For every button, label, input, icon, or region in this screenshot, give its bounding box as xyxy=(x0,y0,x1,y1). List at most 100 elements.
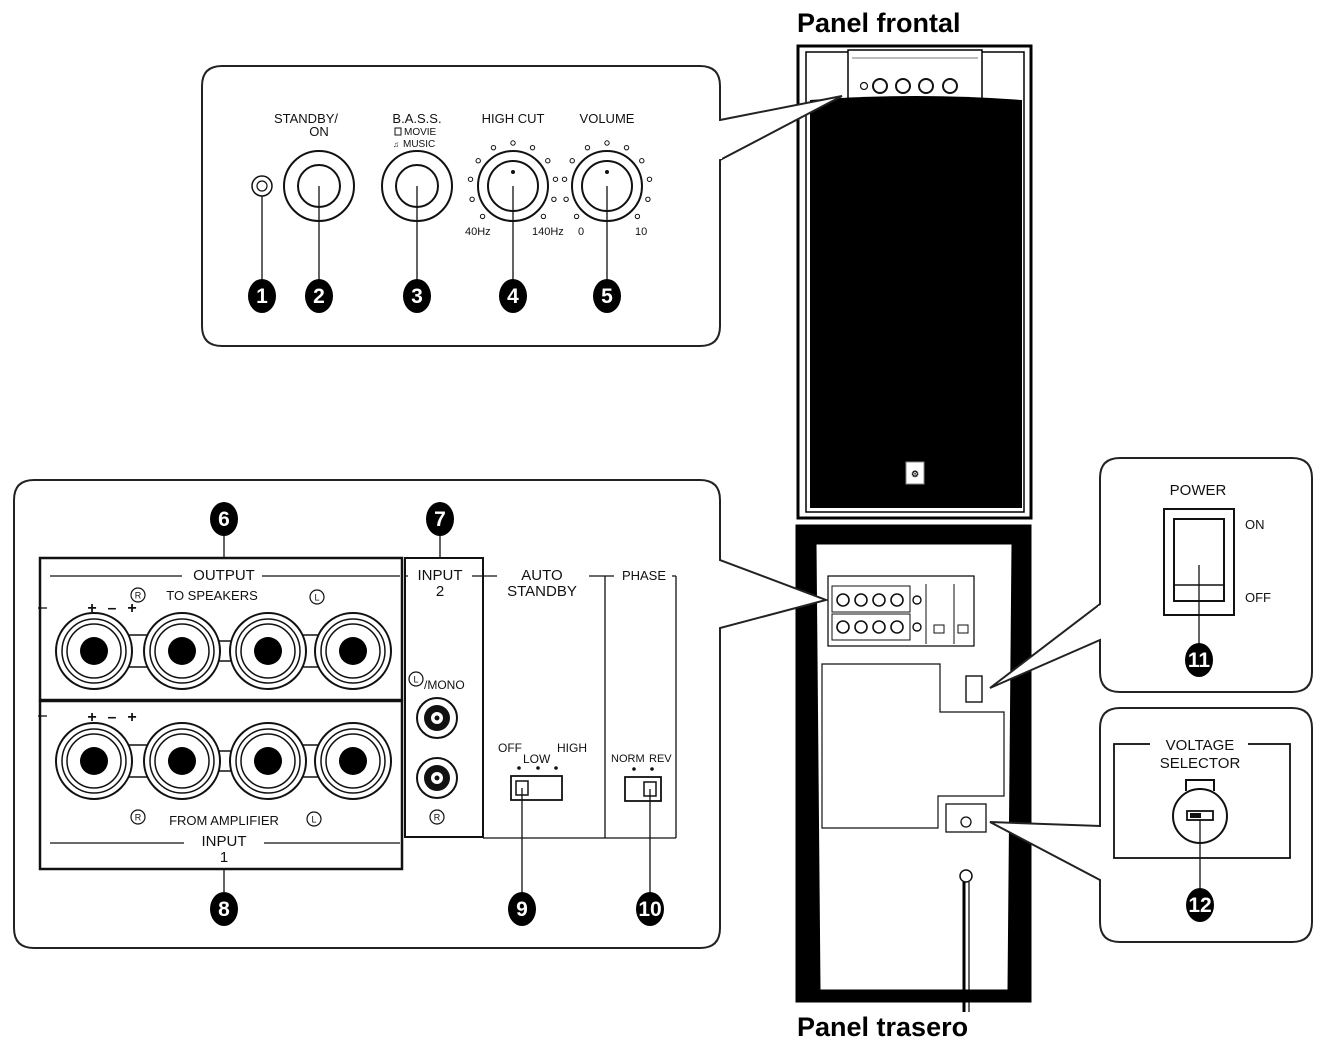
input2-l-marker: L xyxy=(408,671,424,687)
input2-label: INPUT xyxy=(418,567,463,584)
callout-number-11: 11 xyxy=(1185,643,1213,677)
bass-label: B.A.S.S. xyxy=(392,111,441,126)
input-terminal-1[interactable] xyxy=(55,722,133,800)
to-speakers-label: TO SPEAKERS xyxy=(166,588,258,603)
input-terminal-4[interactable] xyxy=(314,722,392,800)
auto-standby-off-label: OFF xyxy=(498,741,522,755)
input-terminal-2[interactable] xyxy=(143,722,221,800)
selector-label: SELECTOR xyxy=(1160,755,1241,772)
output-terminal-3[interactable] xyxy=(229,612,307,690)
auto-standby-switch[interactable] xyxy=(510,775,563,801)
rca-jack-r[interactable] xyxy=(416,757,458,799)
svg-text:3: 3 xyxy=(411,285,423,308)
rca-jack-l-mono[interactable] xyxy=(416,697,458,739)
standby-on-label: ON xyxy=(309,124,329,139)
voltage-label: VOLTAGE xyxy=(1166,737,1235,754)
output-terminal-4[interactable] xyxy=(314,612,392,690)
high-cut-label: HIGH CUT xyxy=(482,111,545,126)
music-icon: ♫ xyxy=(393,140,399,149)
output-minus: – xyxy=(108,600,117,617)
phase-label: PHASE xyxy=(622,568,666,583)
rear-cabinet xyxy=(795,524,1032,1012)
auto-standby-low-label: LOW xyxy=(523,752,551,766)
svg-text:4: 4 xyxy=(507,285,519,308)
input1-plus-2: + xyxy=(127,709,136,726)
input1-l-marker: L xyxy=(306,811,322,827)
input1-r-marker: R xyxy=(130,809,146,825)
output-terminal-1[interactable] xyxy=(55,612,133,690)
phase-norm-label: NORM xyxy=(611,753,645,765)
svg-text:2: 2 xyxy=(313,285,325,308)
svg-text:5: 5 xyxy=(601,285,613,308)
speaker-terminals xyxy=(55,612,392,800)
output-label: OUTPUT xyxy=(193,567,255,584)
mono-label: /MONO xyxy=(424,678,465,692)
power-label: POWER xyxy=(1170,482,1227,499)
auto-label: AUTO xyxy=(521,567,562,584)
output-l-marker: L xyxy=(309,589,325,605)
callout-number-2: 2 xyxy=(305,279,333,313)
svg-text:L: L xyxy=(314,593,319,603)
input-terminal-3[interactable] xyxy=(229,722,307,800)
output-r-marker: R xyxy=(130,587,146,603)
input2-group xyxy=(404,557,484,838)
high-cut-max-label: 140Hz xyxy=(532,226,564,238)
volume-label: VOLUME xyxy=(580,111,635,126)
output-terminal-2[interactable] xyxy=(143,612,221,690)
svg-text:1: 1 xyxy=(256,285,268,308)
standby-switch-label: STANDBY xyxy=(507,583,577,600)
power-on-label: ON xyxy=(1245,517,1265,532)
input1-label: INPUT xyxy=(202,833,247,850)
rear-panel-title: Panel trasero xyxy=(797,1012,968,1040)
input1-number: 1 xyxy=(220,849,228,866)
callout-number-4: 4 xyxy=(499,279,527,313)
power-callout xyxy=(989,457,1313,693)
callout-number-12: 12 xyxy=(1186,888,1214,922)
brand-logo-icon: ⚙ xyxy=(911,469,919,479)
input2-number: 2 xyxy=(436,583,444,600)
svg-text:12: 12 xyxy=(1188,894,1211,917)
svg-text:R: R xyxy=(135,813,142,823)
callout-number-1: 1 xyxy=(248,279,276,313)
callout-number-8: 8 xyxy=(210,892,238,926)
phase-rev-label: REV xyxy=(649,753,672,765)
output-plus-2: + xyxy=(127,600,136,617)
bass-music-label: MUSIC xyxy=(403,139,435,150)
svg-text:R: R xyxy=(434,813,441,823)
bass-movie-label: MOVIE xyxy=(404,127,437,138)
svg-text:8: 8 xyxy=(218,898,230,921)
input1-minus: – xyxy=(108,709,117,726)
power-off-label: OFF xyxy=(1245,590,1271,605)
input2-r-marker: R xyxy=(429,809,445,825)
high-cut-min-label: 40Hz xyxy=(465,226,491,238)
svg-text:R: R xyxy=(135,591,142,601)
callout-number-5: 5 xyxy=(593,279,621,313)
svg-text:10: 10 xyxy=(638,898,661,921)
phase-switch[interactable] xyxy=(624,776,662,802)
rear-panel-callout xyxy=(13,479,830,949)
svg-text:11: 11 xyxy=(1188,649,1211,672)
svg-text:7: 7 xyxy=(434,508,446,531)
auto-standby-high-label: HIGH xyxy=(557,741,587,755)
callout-number-7: 7 xyxy=(426,502,454,536)
front-panel-title: Panel frontal xyxy=(797,8,961,38)
input1-plus-1: + xyxy=(87,709,96,726)
callout-number-10: 10 xyxy=(636,892,664,926)
volume-max-label: 10 xyxy=(635,226,647,238)
callout-number-6: 6 xyxy=(210,502,238,536)
svg-text:L: L xyxy=(311,815,316,825)
from-amplifier-label: FROM AMPLIFIER xyxy=(169,813,279,828)
callout-number-3: 3 xyxy=(403,279,431,313)
standby-label: STANDBY/ xyxy=(274,111,338,126)
volume-min-label: 0 xyxy=(578,226,584,238)
callout-number-9: 9 xyxy=(508,892,536,926)
svg-text:9: 9 xyxy=(516,898,528,921)
front-panel-callout xyxy=(201,65,843,347)
input1-group xyxy=(38,699,404,871)
front-cabinet: ⚙ xyxy=(796,44,1033,520)
movie-icon xyxy=(394,127,402,136)
svg-text:L: L xyxy=(413,675,418,685)
voltage-callout xyxy=(989,707,1313,943)
svg-text:6: 6 xyxy=(218,508,230,531)
